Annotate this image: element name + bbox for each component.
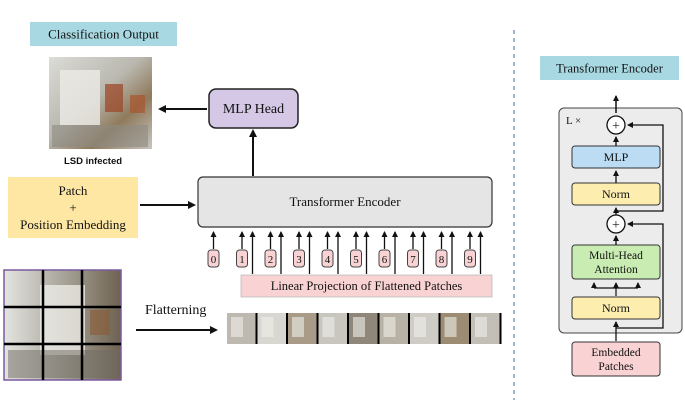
patch-embedding-line-3: Position Embedding xyxy=(20,217,126,232)
mlp-head-box xyxy=(208,88,299,129)
flattened-patch xyxy=(379,313,410,344)
flattened-patch xyxy=(410,313,441,344)
position-token-1: 1 xyxy=(236,231,256,274)
norm-top-label: Norm xyxy=(602,187,631,201)
position-token-3: 3 xyxy=(293,231,313,274)
position-token-6: 6 xyxy=(378,231,398,274)
embedded-patches-box xyxy=(571,341,661,377)
position-token-label: 7 xyxy=(410,254,416,266)
flattened-patches-strip xyxy=(227,313,502,344)
residual-add-bottom-symbol: + xyxy=(612,218,620,233)
encoder-detail-title: Transformer Encoder xyxy=(556,62,664,76)
result-caption: LSD infected xyxy=(64,156,122,167)
flattened-patch xyxy=(349,313,380,344)
input-image xyxy=(3,269,122,381)
position-token-5: 5 xyxy=(350,231,370,274)
attention-line-1: Multi-Head xyxy=(589,250,643,262)
position-token-4: 4 xyxy=(321,231,341,274)
position-token-label: 0 xyxy=(211,254,217,266)
patch-embedding-line-2: + xyxy=(69,200,76,215)
patch-embedding-line-1: Patch xyxy=(59,183,88,198)
norm-bottom-label: Norm xyxy=(602,301,631,315)
position-token-label: 5 xyxy=(353,254,359,266)
position-token-label: 4 xyxy=(325,254,331,266)
encoder-detail-title-box xyxy=(540,56,679,80)
attention-line-2: Attention xyxy=(594,264,638,276)
position-token-label: 1 xyxy=(239,254,245,266)
flattened-patch xyxy=(471,313,502,344)
linear-projection-label: Linear Projection of Flattened Patches xyxy=(271,279,463,293)
transformer-encoder-label: Transformer Encoder xyxy=(289,194,401,209)
flattened-patch xyxy=(288,313,319,344)
patch-embedding-box xyxy=(8,177,138,238)
repeat-label: L × xyxy=(566,115,581,127)
embedded-patches-line-2: Patches xyxy=(598,361,634,373)
patch-grid-lines xyxy=(4,270,121,380)
flattened-patch xyxy=(227,313,258,344)
norm-bottom-box xyxy=(571,296,661,320)
classification-output-label: Classification Output xyxy=(48,27,159,42)
residual-skip-lower xyxy=(616,221,664,329)
position-token-9: 9 xyxy=(464,231,484,274)
classification-output-label-box xyxy=(30,22,177,46)
position-token-7: 7 xyxy=(407,231,427,274)
position-token-2: 2 xyxy=(264,231,284,274)
position-token-label: 2 xyxy=(268,254,274,266)
position-token-label: 9 xyxy=(467,254,473,266)
flattening-label: Flatterning xyxy=(145,303,206,318)
qkv-arrows xyxy=(591,282,641,296)
mlp-head-label: MLP Head xyxy=(223,102,284,117)
position-token-8: 8 xyxy=(435,231,455,274)
position-token-label: 3 xyxy=(296,254,302,266)
flattened-patch xyxy=(257,313,288,344)
position-token-0: 0 xyxy=(207,231,220,268)
mlp-label: MLP xyxy=(604,150,629,164)
position-token-label: 8 xyxy=(439,254,445,266)
linear-projection-box xyxy=(240,274,493,298)
embedded-patches-line-1: Embedded xyxy=(591,347,640,359)
residual-skip-upper xyxy=(615,125,664,213)
transformer-encoder-box xyxy=(197,176,493,228)
residual-add-top-symbol: + xyxy=(612,119,620,134)
classified-cow-image xyxy=(49,57,152,149)
flattened-patch xyxy=(440,313,471,344)
flattened-patch xyxy=(318,313,349,344)
position-token-label: 6 xyxy=(382,254,388,266)
